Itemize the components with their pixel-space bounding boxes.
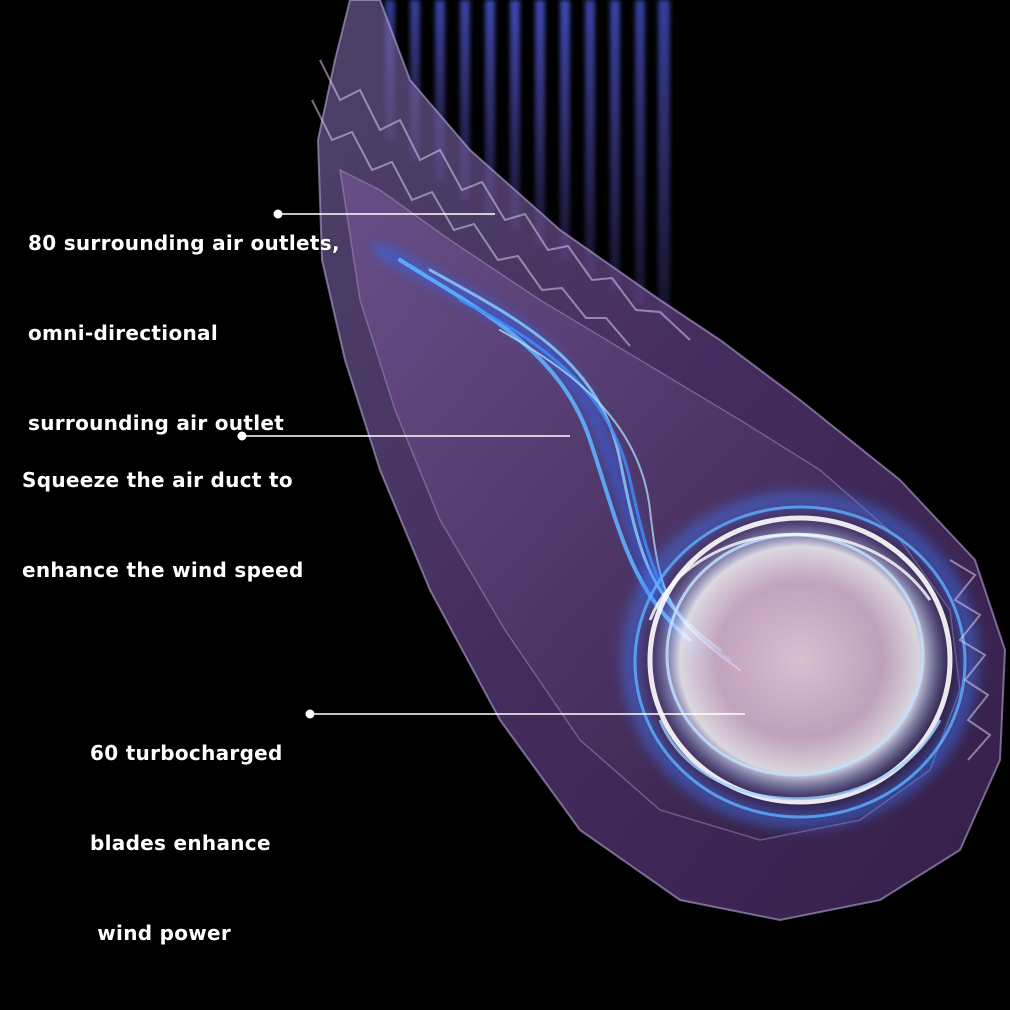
callout-turbo-blades-line-3: wind power [90,921,232,945]
callout-turbo-blades-line-1: 60 turbocharged [90,741,283,765]
callout-air-outlets-line-3: surrounding air outlet [28,411,285,435]
callout-turbo-blades: 60 turbocharged blades enhance wind powe… [90,678,283,1008]
callout-dot-outlets [273,209,283,219]
callout-turbo-blades-line-2: blades enhance [90,831,271,855]
air-outlet-ridges [311,59,691,347]
callout-air-outlets-line-1: 80 surrounding air outlets, [28,231,340,255]
airflow-streams [385,0,670,320]
callout-dot-duct [237,431,247,441]
callout-air-duct-line-2: enhance the wind speed [22,558,304,582]
turbo-fan [621,491,992,829]
callout-dot-blades [305,709,315,719]
callout-air-duct-line-1: Squeeze the air duct to [22,468,293,492]
callout-air-duct: Squeeze the air duct to enhance the wind… [22,405,304,645]
callout-air-outlets: 80 surrounding air outlets, omni-directi… [28,168,340,498]
callout-air-outlets-line-2: omni-directional [28,321,218,345]
callout-leaders [242,213,745,715]
